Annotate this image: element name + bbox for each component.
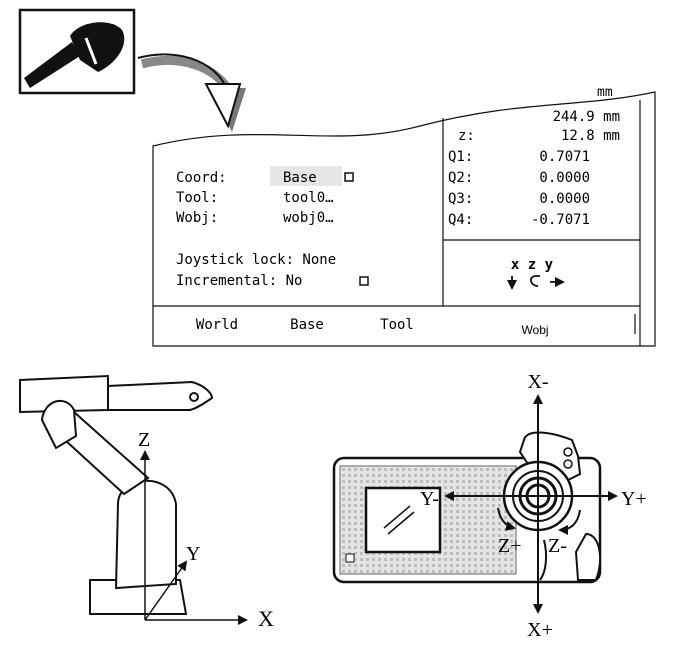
softkey-wobj[interactable]: Wobj bbox=[521, 323, 548, 337]
pendant-screen: Coord: Base Tool: tool0… Wobj: wobj0… Jo… bbox=[152, 85, 656, 347]
incremental-text: Incremental: No bbox=[176, 273, 302, 289]
joystick-lock-text: Joystick lock: None bbox=[176, 252, 336, 268]
robot-y-label: Y bbox=[186, 543, 200, 565]
q1-value: 0.7071 bbox=[539, 149, 590, 165]
joystick-direction-icons bbox=[507, 275, 565, 290]
z-plus-label: Z+ bbox=[498, 535, 522, 557]
robot-z-label: Z bbox=[138, 429, 150, 451]
x-minus-label: X- bbox=[527, 371, 548, 393]
position-z-value: 12.8 mm bbox=[561, 128, 620, 144]
rotate-z-minus-arrow-icon bbox=[558, 509, 581, 535]
tool-label: Tool: bbox=[176, 190, 218, 206]
coord-label: Coord: bbox=[176, 170, 227, 186]
robot-upper-arm bbox=[107, 380, 214, 411]
teach-pendant bbox=[332, 431, 602, 584]
joystick-handle-icon bbox=[24, 42, 80, 88]
wobj-label: Wobj: bbox=[176, 210, 218, 226]
q1-label: Q1: bbox=[448, 149, 473, 165]
position-y-value: 244.9 mm bbox=[553, 109, 620, 125]
q4-label: Q4: bbox=[448, 212, 473, 228]
pendant-display bbox=[364, 486, 442, 554]
pendant-axis-arrows bbox=[444, 394, 618, 614]
robot-y-axis-arrow bbox=[144, 560, 188, 621]
position-z-label: z: bbox=[458, 128, 475, 144]
q3-value: 0.0000 bbox=[539, 191, 590, 207]
q4-value: -0.7071 bbox=[531, 212, 590, 228]
rotate-z-plus-arrow-icon bbox=[497, 507, 516, 531]
wobj-value[interactable]: wobj0… bbox=[283, 210, 334, 226]
softkey-base[interactable]: Base bbox=[290, 317, 324, 333]
curved-arrow-icon bbox=[137, 53, 246, 132]
tool-value[interactable]: tool0… bbox=[283, 190, 334, 206]
x-plus-label: X+ bbox=[527, 619, 553, 641]
y-plus-label: Y+ bbox=[621, 488, 647, 510]
robot-body bbox=[114, 479, 177, 590]
y-minus-label: Y- bbox=[420, 488, 439, 510]
z-minus-label: Z- bbox=[548, 535, 567, 557]
incremental-dropdown-icon[interactable] bbox=[359, 276, 369, 286]
joystick-axes-label: x z y bbox=[511, 257, 554, 273]
joystick-inset bbox=[18, 8, 136, 95]
robot-x-label: X bbox=[258, 606, 274, 631]
position-partial-top: mm bbox=[597, 85, 613, 100]
softkey-world[interactable]: World bbox=[196, 317, 238, 333]
q3-label: Q3: bbox=[448, 191, 473, 207]
q2-value: 0.0000 bbox=[539, 170, 590, 186]
coord-value-highlight bbox=[270, 166, 342, 186]
robot-arm bbox=[19, 374, 214, 615]
coord-dropdown-icon[interactable] bbox=[344, 172, 354, 182]
rotate-icon bbox=[530, 275, 540, 287]
robot-elbow bbox=[40, 399, 78, 450]
q2-label: Q2: bbox=[448, 170, 473, 186]
robot-axis-lines bbox=[140, 450, 248, 625]
softkey-tool[interactable]: Tool bbox=[380, 317, 414, 333]
coord-value[interactable]: Base bbox=[283, 170, 317, 186]
robot-tool-flange-icon bbox=[189, 392, 199, 402]
